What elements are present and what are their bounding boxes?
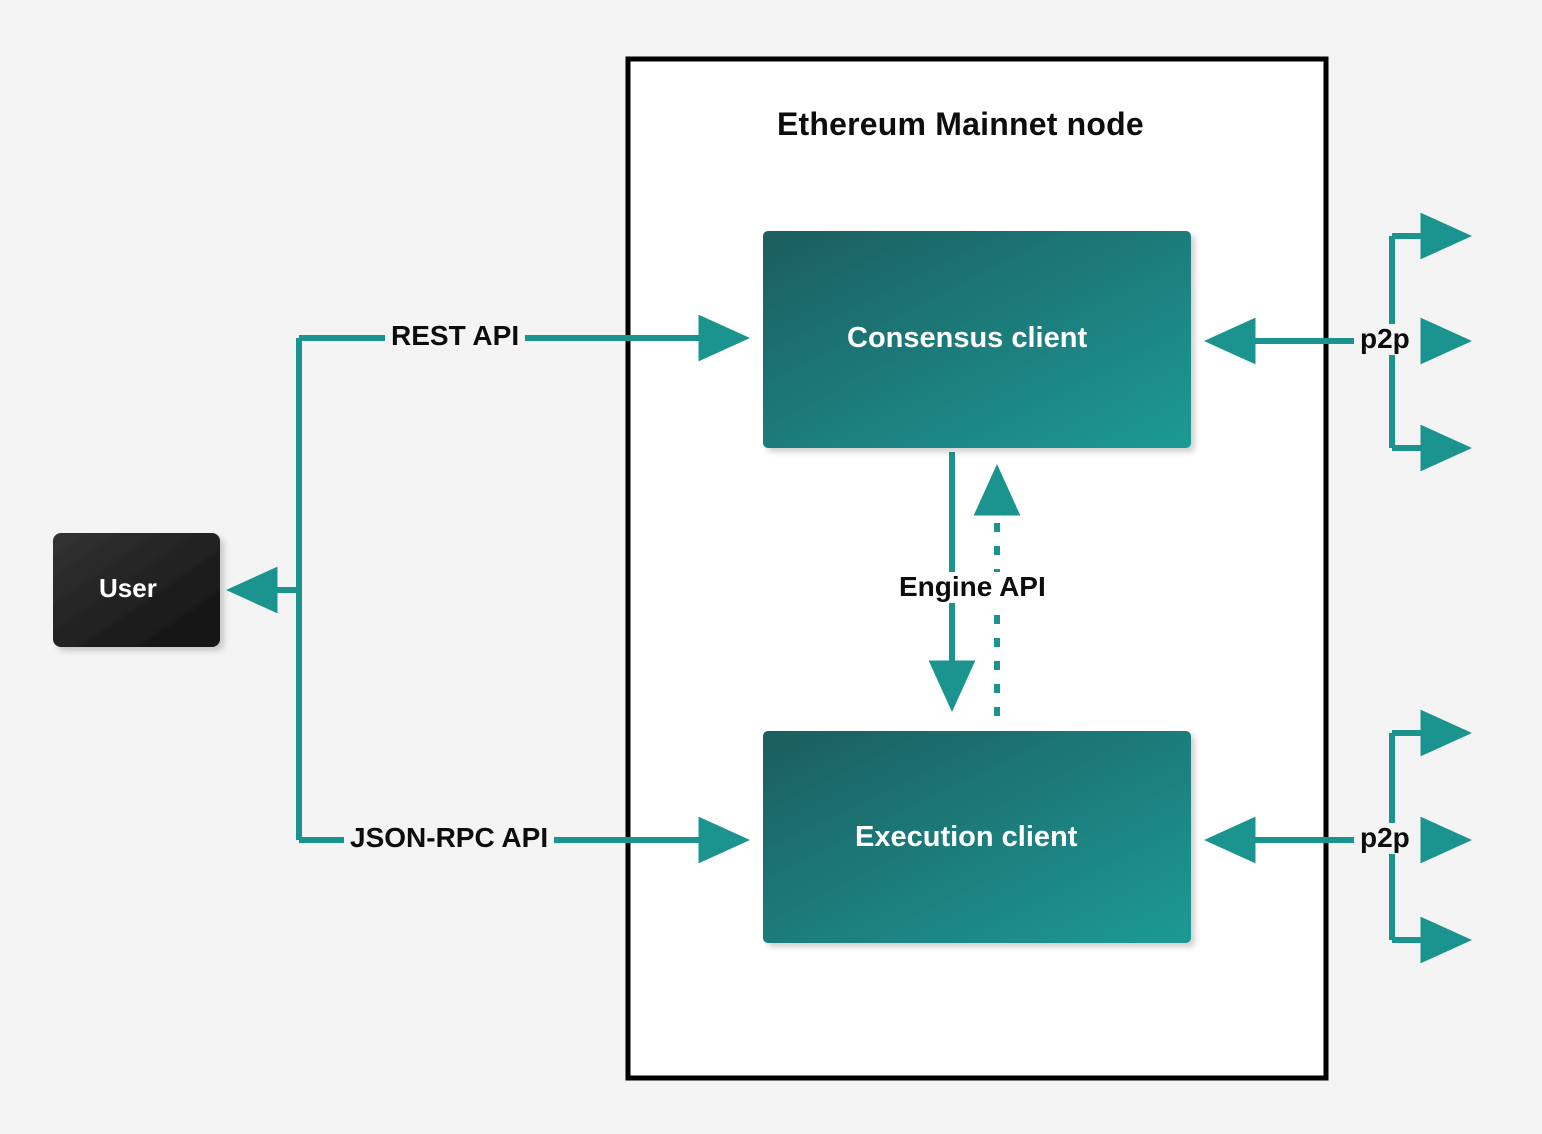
edge-label-engine-api: Engine API [893, 571, 1052, 603]
node-consensus-client-box[interactable] [763, 231, 1191, 448]
page-title: Ethereum Mainnet node [777, 106, 1144, 142]
edge-label-rest-api: REST API [385, 320, 526, 352]
node-user-box[interactable] [53, 533, 220, 647]
edge-label-p2p-consensus: p2p [1354, 323, 1416, 355]
edge-label-p2p-execution: p2p [1354, 822, 1416, 854]
node-execution-client-box[interactable] [763, 731, 1191, 943]
edge-label-json-rpc-api: JSON-RPC API [344, 822, 555, 854]
